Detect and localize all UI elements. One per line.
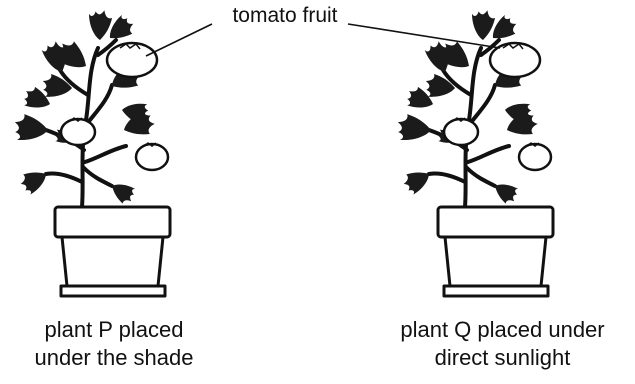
plant-p bbox=[13, 10, 170, 296]
plant-q bbox=[396, 10, 553, 296]
plant-q-caption-line1: plant Q placed under bbox=[370, 316, 635, 344]
tomato-fruit-label: tomato fruit bbox=[200, 4, 370, 28]
pointer-line-p bbox=[146, 24, 212, 56]
plant-p-caption-line1: plant P placed bbox=[0, 316, 228, 344]
plant-p-caption: plant P placed under the shade bbox=[0, 316, 228, 372]
plant-q-caption: plant Q placed under direct sunlight bbox=[370, 316, 635, 372]
plant-p-caption-line2: under the shade bbox=[0, 344, 228, 372]
plant-q-caption-line2: direct sunlight bbox=[370, 344, 635, 372]
